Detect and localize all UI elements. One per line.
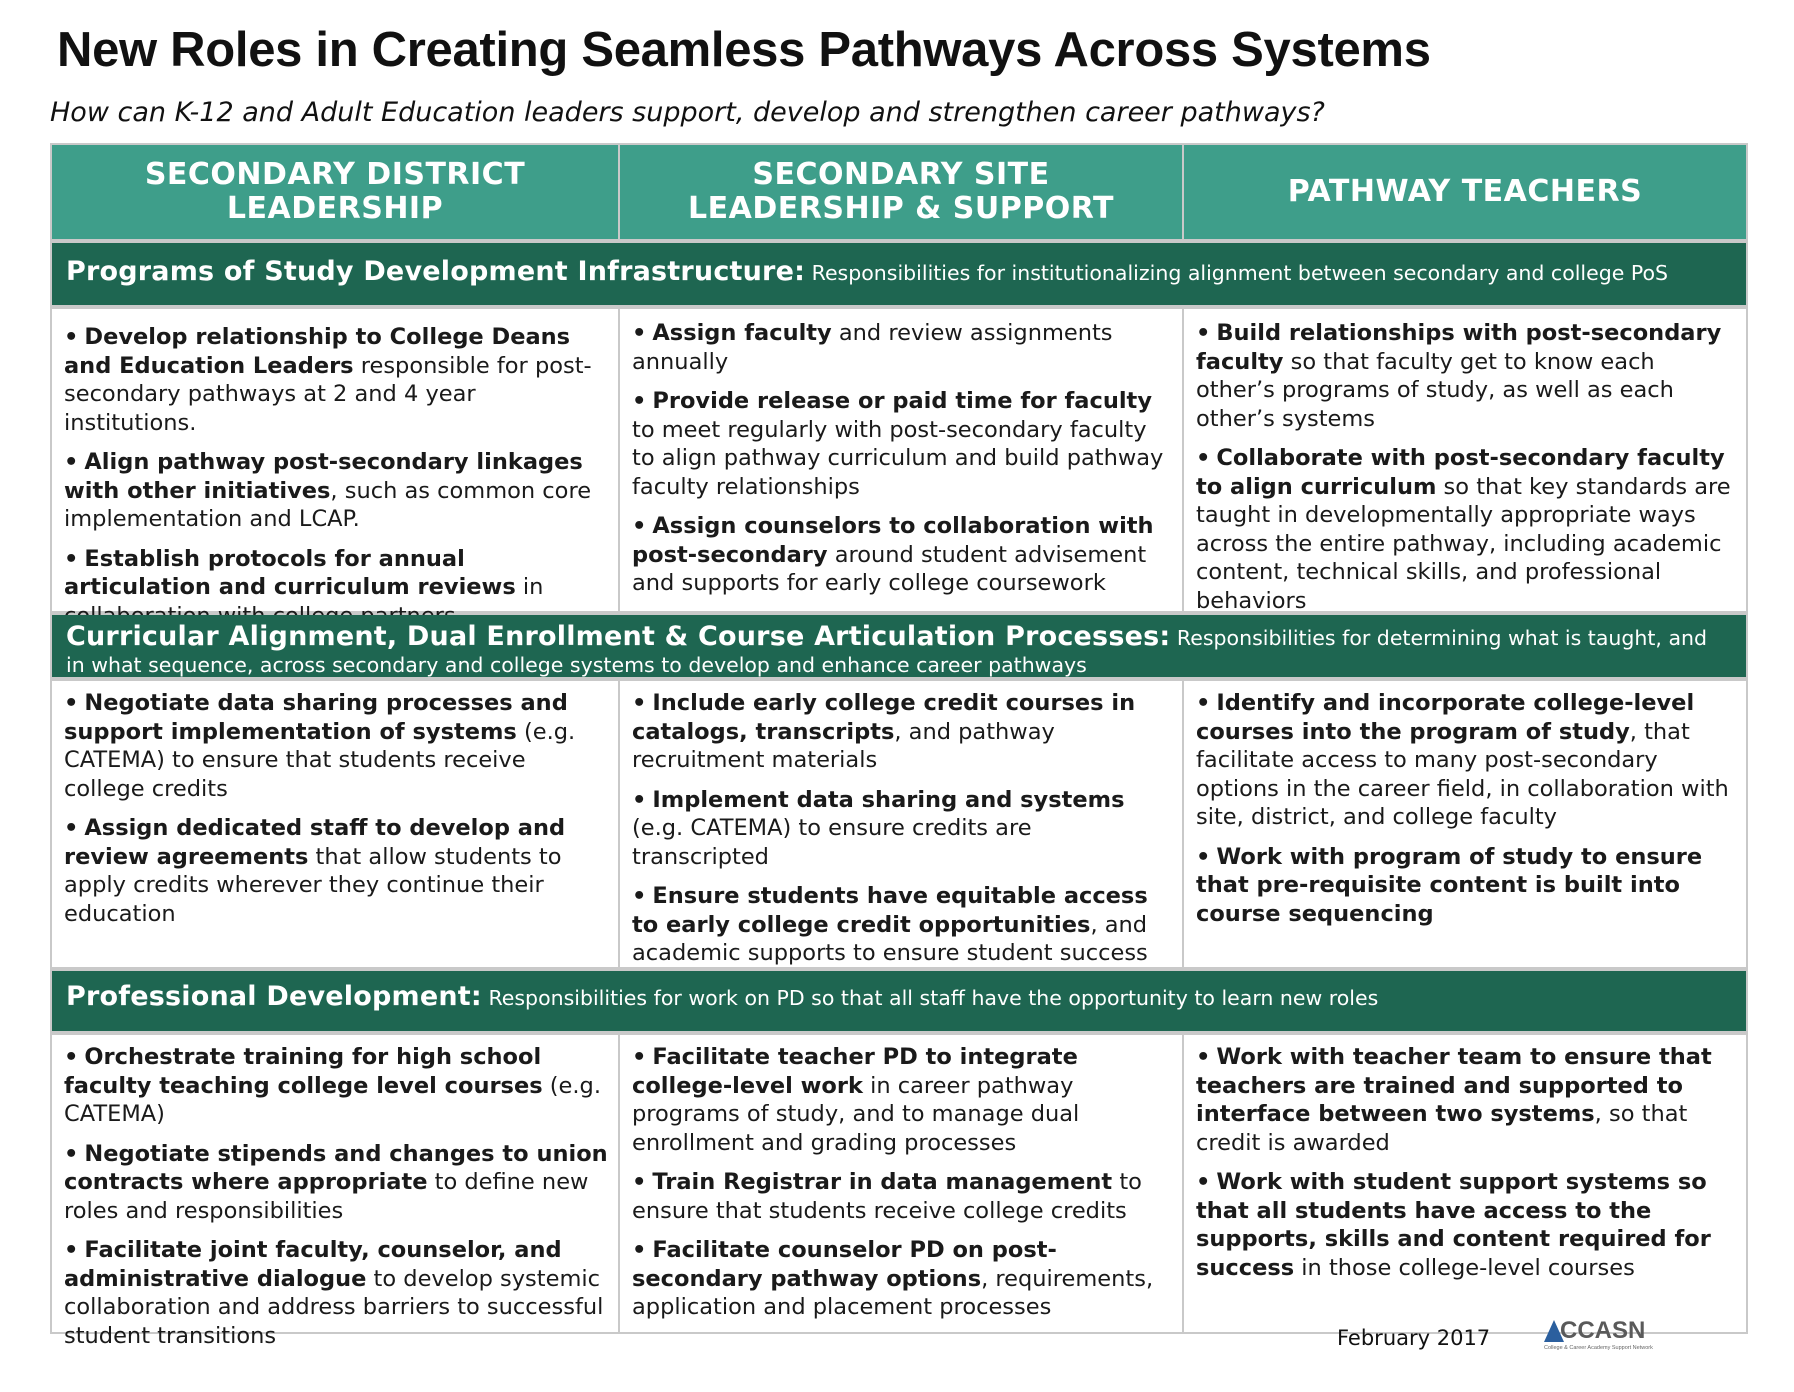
logo-tagline: College & Career Academy Support Network	[1544, 1345, 1653, 1351]
list-item: •Assign faculty and review assignments a…	[632, 320, 1113, 375]
list-item: •Work with program of study to ensure th…	[1196, 843, 1703, 927]
cell-s1-district: •Develop relationship to College Deans a…	[52, 309, 618, 629]
list-item: •Collaborate with post-secondary faculty…	[1196, 445, 1731, 614]
section-band-curricular-alignment: Curricular Alignment, Dual Enrollment & …	[52, 615, 1746, 677]
list-item: •Train Registrar in data management to e…	[632, 1169, 1142, 1224]
list-item: •Ensure students have equitable access t…	[632, 883, 1148, 966]
cell-s2-teachers: •Identify and incorporate college-level …	[1184, 681, 1746, 967]
list-item: •Build relationships with post-secondary…	[1196, 320, 1722, 432]
list-item: •Include early college credit courses in…	[632, 690, 1136, 773]
logo-triangle-icon	[1544, 1320, 1564, 1342]
list-item: •Facilitate joint faculty, counselor, an…	[64, 1237, 604, 1349]
list-item: •Provide release or paid time for facult…	[632, 388, 1164, 500]
list-item: •Facilitate counselor PD on post-seconda…	[632, 1237, 1154, 1320]
cell-s2-site: •Include early college credit courses in…	[620, 681, 1182, 967]
cell-s2-district: •Negotiate data sharing processes and su…	[52, 681, 618, 967]
page-title: New Roles in Creating Seamless Pathways …	[57, 23, 1431, 77]
section-title: Programs of Study Development Infrastruc…	[66, 256, 806, 287]
list-item: •Assign dedicated staff to develop and r…	[64, 815, 566, 927]
section-description: Responsibilities for work on PD so that …	[488, 986, 1379, 1010]
cell-s3-teachers: •Work with teacher team to ensure that t…	[1184, 1035, 1746, 1332]
cell-s1-site: •Assign faculty and review assignments a…	[620, 309, 1182, 611]
section-band-programs-of-study: Programs of Study Development Infrastruc…	[52, 243, 1746, 305]
list-item: •Implement data sharing and systems (e.g…	[632, 786, 1125, 870]
cell-s1-teachers: •Build relationships with post-secondary…	[1184, 309, 1746, 614]
cell-s3-district: •Orchestrate training for high school fa…	[52, 1035, 618, 1349]
section-title: Curricular Alignment, Dual Enrollment & …	[66, 621, 1171, 652]
list-item: •Identify and incorporate college-level …	[1196, 690, 1729, 830]
footer-date: February 2017	[1337, 1326, 1491, 1350]
list-item: •Assign counselors to collaboration with…	[632, 513, 1154, 596]
ccasn-logo: CCASN College & Career Academy Support N…	[1544, 1317, 1653, 1351]
page-subtitle: How can K-12 and Adult Education leaders…	[50, 97, 1325, 128]
section-description: Responsibilities for institutionalizing …	[811, 261, 1669, 285]
cell-s3-site: •Facilitate teacher PD to integrate coll…	[620, 1035, 1182, 1332]
list-item: •Negotiate data sharing processes and su…	[64, 690, 576, 802]
list-item: •Orchestrate training for high school fa…	[64, 1044, 601, 1127]
list-item: •Develop relationship to College Deans a…	[64, 324, 592, 436]
list-item: •Work with student support systems so th…	[1196, 1169, 1711, 1281]
list-item: •Work with teacher team to ensure that t…	[1196, 1044, 1712, 1156]
list-item: •Facilitate teacher PD to integrate coll…	[632, 1044, 1080, 1156]
list-item: •Align pathway post-secondary linkages w…	[64, 449, 592, 532]
section-title: Professional Development:	[66, 981, 482, 1012]
section-description: Responsibilities for determining what is…	[66, 626, 1708, 677]
list-item: •Negotiate stipends and changes to union…	[64, 1140, 608, 1224]
section-band-professional-development: Professional Development: Responsibiliti…	[52, 971, 1746, 1031]
column-header-teachers: PATHWAY TEACHERS	[1184, 145, 1746, 239]
logo-wordmark: CCASN	[1560, 1317, 1645, 1344]
